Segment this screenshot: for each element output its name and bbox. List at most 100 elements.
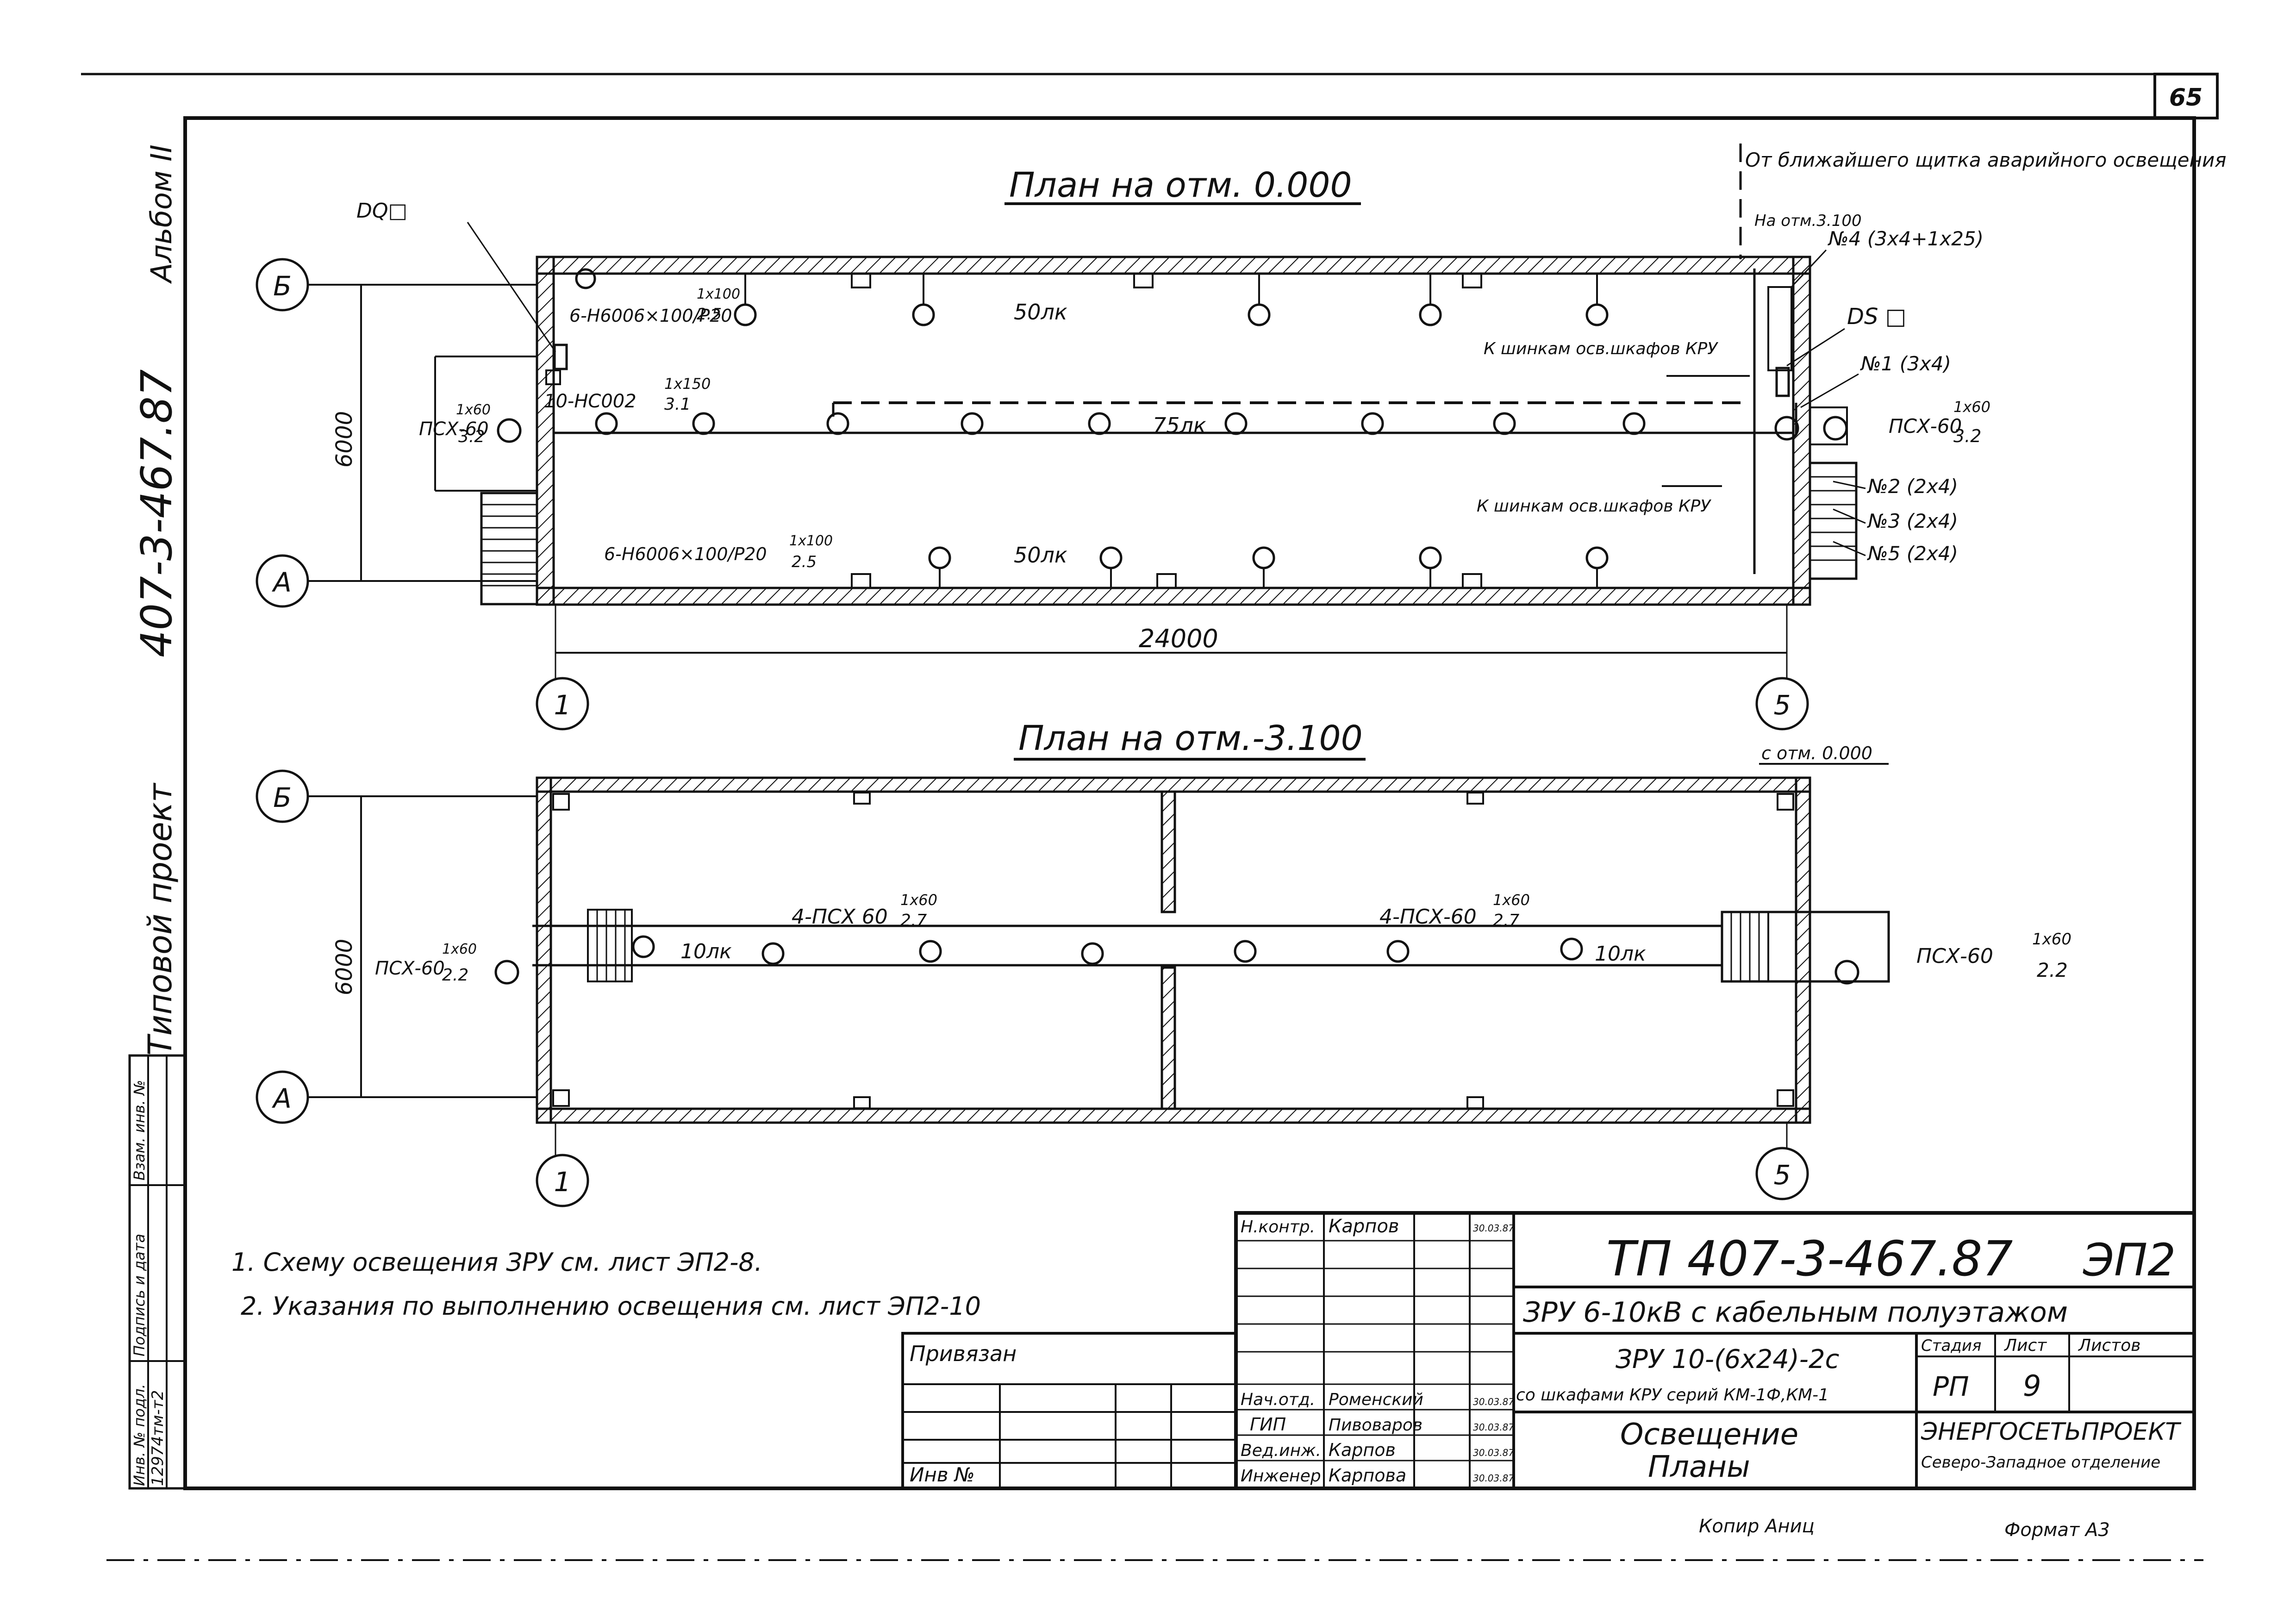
role-nkontr: Н.контр.: [1241, 1218, 1315, 1237]
date-nkontr: 30.03.87: [1473, 1223, 1514, 1234]
privyazan-label: Привязан: [910, 1341, 1017, 1366]
plan-bottom: План на отм.-3.100: [256, 718, 2071, 1207]
bottom-row-frac-num: 1x100: [789, 533, 833, 549]
from-3100-label: На отм.3.100: [1754, 212, 1862, 230]
axis-5-top: 5: [1774, 689, 1791, 721]
fixtures-basement: [494, 935, 1859, 985]
axis-b-bottom: Б: [273, 782, 292, 813]
group-left-label: 4-ПСХ 60: [792, 905, 888, 929]
doc-code: ТП 407-3-467.87: [1606, 1230, 2013, 1287]
stage-value: РП: [1933, 1371, 1969, 1402]
from-0-label: с отм. 0.000: [1761, 743, 1872, 763]
line2-label: №2 (2x4): [1867, 475, 1958, 498]
notes: 1. Схему освещения ЗРУ см. лист ЭП2-8. 2…: [231, 1248, 981, 1321]
psx-right-bottom-den: 2.2: [2037, 959, 2068, 981]
lux-middle: 75лк: [1153, 413, 1206, 438]
date-nach-otd: 30.03.87: [1473, 1396, 1514, 1407]
psx-left-bottom-den: 2.2: [442, 966, 468, 985]
psx-left-top-label: ПСХ-60: [419, 418, 489, 440]
lux-basement-right: 10лк: [1595, 942, 1646, 966]
middle-row-fixture-label: 10-НС002: [544, 391, 636, 412]
group-left-num: 1x60: [900, 891, 937, 909]
ds-label: DS □: [1847, 304, 1906, 330]
line1-label: №1 (3x4): [1860, 352, 1951, 375]
psx-left-bottom-label: ПСХ-60: [375, 958, 445, 979]
psx-right-top-num: 1x60: [1953, 398, 1990, 416]
sheet-code: ЭП2: [2083, 1234, 2176, 1286]
psx-right-top-label: ПСХ-60: [1889, 415, 1962, 437]
axis-1-top: 1: [554, 689, 571, 721]
inv-podl-label: Инв. № подл.: [131, 1384, 148, 1486]
note-1: 1. Схему освещения ЗРУ см. лист ЭП2-8.: [231, 1248, 762, 1277]
project-code-vertical: 407-3-467.87: [132, 369, 181, 657]
drawing-name-1: Освещение: [1620, 1418, 1798, 1452]
emergency-label: От ближайшего щитка аварийного освещения: [1745, 149, 2227, 171]
signature-date-label: Подпись и дата: [131, 1234, 148, 1356]
psx-left-top-num: 1x60: [456, 402, 491, 418]
group-right-num: 1x60: [1493, 891, 1530, 909]
axis-a-top: А: [271, 567, 292, 598]
psx-left-top-den: 3.2: [458, 427, 485, 446]
axis-5-bottom: 5: [1774, 1159, 1791, 1191]
typical-project-label: Типовой проект: [141, 782, 179, 1056]
name-inzhener: Карпова: [1329, 1465, 1406, 1486]
middle-row-frac-num: 1x150: [664, 375, 711, 393]
date-gip: 30.03.87: [1473, 1422, 1514, 1433]
role-nach-otd: Нач.отд.: [1241, 1390, 1315, 1409]
left-stamp: Инв. № подл. Подпись и дата Взам. инв. №…: [128, 1054, 187, 1490]
sheet-value: 9: [2023, 1369, 2041, 1403]
name-nach-otd: Роменский: [1329, 1390, 1423, 1409]
fixtures-middle-row: [497, 412, 1848, 443]
dim-height-bottom: 6000: [331, 939, 357, 995]
axis-a-bottom: А: [271, 1083, 292, 1114]
role-ved-inzh: Вед.инж.: [1241, 1441, 1321, 1460]
dim-height-top: 6000: [331, 411, 357, 468]
variant: ЗРУ 10-(6x24)-2с: [1616, 1344, 1840, 1374]
album-label: Альбом II: [144, 144, 178, 284]
group-right-label: 4-ПСХ-60: [1379, 905, 1477, 929]
title-block: Привязан Инв № Н.контр. Карпов 30.03.87 …: [901, 1211, 2196, 1490]
name-gip: Пивоваров: [1329, 1416, 1423, 1435]
format-label: Формат А3: [2004, 1519, 2110, 1541]
bottom-row-fixture-label: 6-Н6006×100/Р20: [604, 544, 767, 564]
fixtures-bottom-row: [928, 546, 1609, 588]
line3-label: №3 (2x4): [1867, 510, 1958, 532]
name-ved-inzh: Карпов: [1329, 1440, 1396, 1460]
date-ved-inzh: 30.03.87: [1473, 1447, 1514, 1458]
top-row-fixture-label: 6-Н6006×100/Р20: [569, 306, 732, 326]
sheet-header: Лист: [2003, 1336, 2047, 1355]
to-kru-top-label: К шинкам осв.шкафов КРУ: [1484, 339, 1718, 358]
drawing-name-2: Планы: [1648, 1450, 1750, 1484]
page-number: 65: [2169, 84, 2202, 112]
object-name: ЗРУ 6-10кВ с кабельным полуэтажом: [1523, 1296, 2068, 1329]
bottom-row-frac-den: 2.5: [792, 553, 817, 571]
role-inzhener: Инженер: [1241, 1467, 1321, 1486]
variant-sub: со шкафами КРУ серий КМ-1Ф,КМ-1: [1516, 1386, 1829, 1405]
name-nkontr: Карпов: [1329, 1216, 1399, 1237]
sheets-header: Листов: [2078, 1336, 2140, 1355]
to-kru-bottom-label: К шинкам осв.шкафов КРУ: [1477, 497, 1711, 516]
line5-label: №5 (2x4): [1867, 542, 1958, 565]
plan-top: План на отм. 0.000: [256, 144, 2227, 731]
footer: Копир Аниц Формат А3: [1699, 1516, 2110, 1541]
lux-top: 50лк: [1014, 300, 1067, 325]
group-left-den: 2.7: [900, 911, 927, 930]
lux-bottom: 50лк: [1014, 543, 1067, 568]
group-right-den: 2.7: [1493, 911, 1519, 930]
org-name: ЭНЕРГОСЕТЬПРОЕКТ: [1921, 1418, 2182, 1446]
line4-label: №4 (3x4+1x25): [1828, 227, 1984, 250]
plan-top-title: План на отм. 0.000: [1009, 165, 1352, 205]
org-sub: Северо-Западное отделение: [1921, 1453, 2160, 1472]
inv-no-label: Инв №: [910, 1463, 975, 1486]
note-2: 2. Указания по выполнению освещения см. …: [241, 1292, 981, 1321]
role-gip: ГИП: [1250, 1414, 1286, 1435]
lux-basement-left: 10лк: [680, 940, 732, 963]
inv-podl-value: 12974тм-т2: [149, 1390, 167, 1486]
dim-length-top: 24000: [1139, 624, 1218, 653]
top-row-frac-den: 2.5: [697, 305, 722, 324]
stage-header: Стадия: [1921, 1337, 1981, 1355]
axis-b-top: Б: [273, 270, 292, 302]
psx-right-bottom-label: ПСХ-60: [1916, 944, 1993, 968]
psx-left-bottom-num: 1x60: [442, 941, 477, 957]
